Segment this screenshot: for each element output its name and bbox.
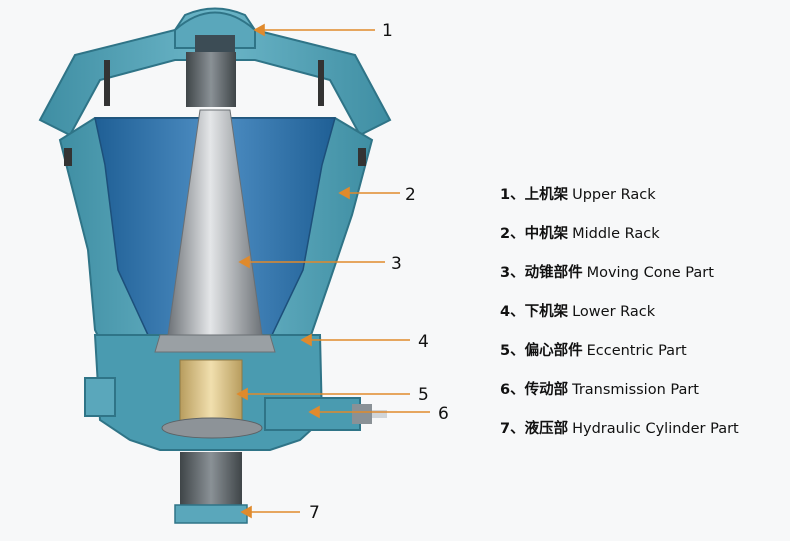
transmission-part: [264, 397, 387, 431]
callout-3: 3: [391, 254, 402, 274]
callout-2: 2: [405, 185, 416, 205]
callout-5: 5: [418, 385, 429, 405]
legend-chinese-label: 偏心部件: [524, 343, 583, 359]
legend-chinese-label: 液压部: [524, 421, 569, 437]
legend-chinese-label: 传动部: [524, 382, 569, 398]
legend-english-label: Hydraulic Cylinder Part: [572, 421, 739, 437]
legend-english-label: Transmission Part: [572, 382, 699, 398]
legend-english-label: Eccentric Part: [586, 343, 687, 359]
legend-chinese-label: 下机架: [524, 304, 569, 320]
leader-lines: [236, 23, 430, 519]
callout-7: 7: [309, 503, 320, 523]
legend-number: 7、: [500, 421, 525, 437]
legend-number: 2、: [500, 226, 525, 242]
hydraulic-cylinder: [174, 452, 248, 524]
upper-rack: [38, 7, 392, 137]
callout-6: 6: [438, 404, 449, 424]
legend-chinese-label: 中机架: [524, 226, 569, 242]
legend-chinese-label: 动锥部件: [524, 265, 583, 281]
legend-english-label: Upper Rack: [572, 187, 656, 203]
legend-english-label: Lower Rack: [572, 304, 656, 320]
legend-number: 3、: [500, 265, 525, 281]
eccentric-part: [161, 359, 263, 439]
callout-1: 1: [382, 21, 393, 41]
legend-english-label: Middle Rack: [572, 226, 660, 242]
legend-chinese-label: 上机架: [524, 187, 569, 203]
moving-cone: [154, 52, 276, 353]
legend-english-label: Moving Cone Part: [586, 265, 714, 281]
legend-number: 1、: [500, 187, 525, 203]
legend-number: 6、: [500, 382, 525, 398]
legend-number: 4、: [500, 304, 525, 320]
legend-number: 5、: [500, 343, 525, 359]
callout-4: 4: [418, 332, 429, 352]
